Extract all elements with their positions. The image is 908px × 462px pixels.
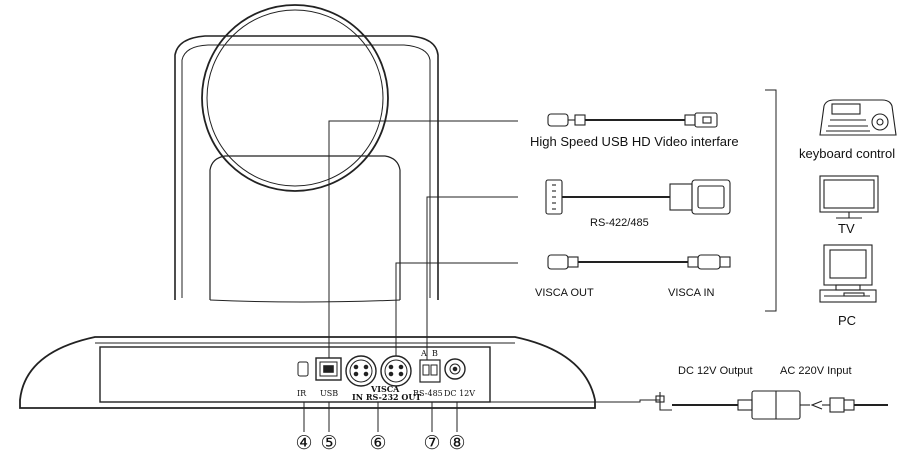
- callout-6: ⑥: [369, 432, 387, 454]
- ac-input-label: AC 220V Input: [780, 365, 852, 377]
- keyboard-control-label: keyboard control: [799, 146, 896, 161]
- visca-out-port: [380, 355, 412, 387]
- power-adapter-icon: [655, 390, 888, 420]
- visca-port-label: VISCA: [371, 384, 400, 394]
- dc-power-port: [444, 358, 466, 380]
- dc-port-label: DC 12V: [444, 389, 476, 398]
- callout-5: ⑤: [320, 432, 338, 454]
- dc-output-label: DC 12V Output: [678, 365, 753, 377]
- keyboard-control-icon: [819, 99, 897, 136]
- camera-body: [174, 35, 439, 303]
- rs485-a-label: A: [421, 349, 427, 358]
- tv-icon: [819, 175, 879, 219]
- devices-bracket: [765, 89, 777, 312]
- callout-7: ⑦: [423, 432, 441, 454]
- usb-port-label: USB: [320, 389, 339, 398]
- rs485-cable-icon: [545, 179, 731, 215]
- rear-panel: [99, 346, 491, 403]
- ir-port-label: IR: [297, 389, 307, 398]
- pc-label: PC: [838, 313, 857, 328]
- callout-8: ⑧: [448, 432, 466, 454]
- rs485-port: [419, 359, 441, 383]
- camera-base: [19, 336, 596, 409]
- rs232-port-label: IN RS-232 OUT: [352, 392, 422, 402]
- camera-lens: [201, 4, 389, 192]
- rs485-cable-label: RS-422/485: [590, 217, 649, 229]
- usb-port: [315, 357, 342, 381]
- callout-4: ④: [295, 432, 313, 454]
- tv-label: TV: [838, 221, 855, 236]
- usb-cable-label: High Speed USB HD Video interfare: [530, 134, 739, 149]
- callout-lines: [303, 402, 458, 432]
- usb-cable-icon: [547, 112, 718, 128]
- connection-lines: [328, 120, 660, 403]
- rs485-port-label: RS-485: [413, 389, 443, 398]
- pc-icon: [819, 244, 877, 303]
- visca-in-label: VISCA IN: [668, 287, 715, 299]
- visca-in-port: [345, 355, 377, 387]
- rs485-b-label: B: [432, 349, 438, 358]
- visca-cable-icon: [547, 254, 731, 270]
- ir-sensor: [297, 361, 309, 377]
- visca-out-label: VISCA OUT: [535, 287, 594, 299]
